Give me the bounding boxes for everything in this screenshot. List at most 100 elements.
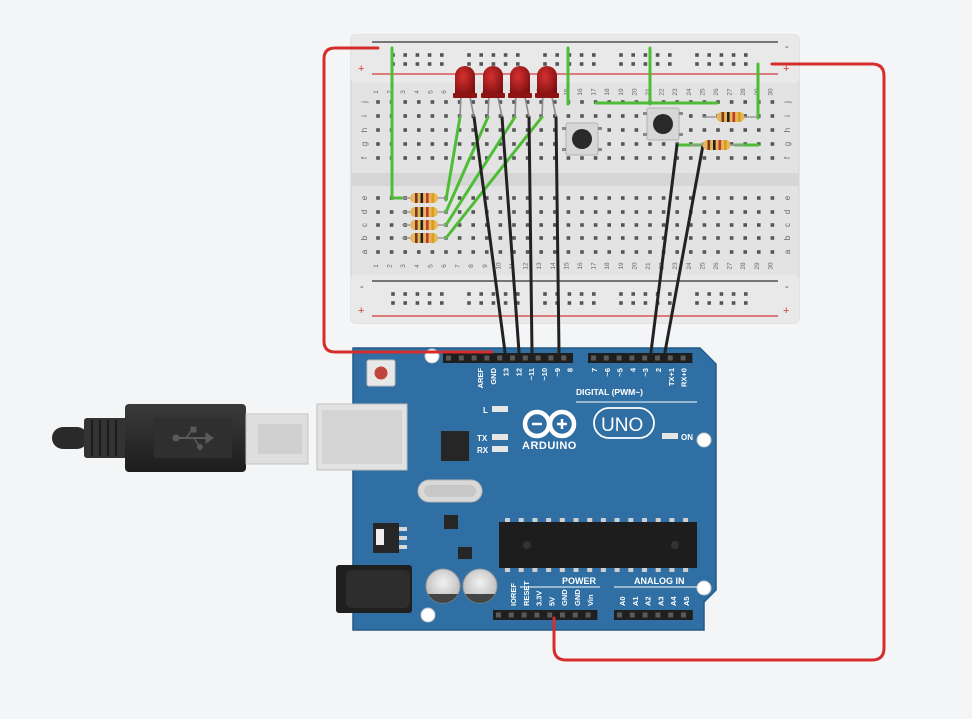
rail-hole[interactable]	[631, 62, 635, 66]
breadboard-hole[interactable]	[648, 210, 652, 214]
resistor-1[interactable]	[402, 193, 446, 203]
rail-hole[interactable]	[467, 292, 471, 296]
breadboard-hole[interactable]	[757, 196, 761, 200]
breadboard-hole[interactable]	[471, 250, 475, 254]
breadboard-hole[interactable]	[661, 156, 666, 160]
breadboard-hole[interactable]	[702, 156, 707, 160]
rail-hole[interactable]	[440, 301, 444, 305]
rail-hole[interactable]	[668, 301, 672, 305]
breadboard-hole[interactable]	[512, 100, 516, 104]
rail-hole[interactable]	[719, 292, 724, 296]
breadboard-hole[interactable]	[403, 114, 407, 118]
breadboard-hole[interactable]	[457, 142, 462, 146]
header-socket[interactable]	[681, 612, 686, 618]
breadboard-hole[interactable]	[743, 210, 747, 214]
rail-hole[interactable]	[427, 62, 432, 66]
breadboard-hole[interactable]	[648, 250, 652, 254]
header-socket[interactable]	[547, 612, 553, 618]
red-led-2[interactable]	[481, 66, 505, 118]
rail-hole[interactable]	[403, 62, 407, 66]
breadboard-hole[interactable]	[403, 156, 407, 160]
breadboard-hole[interactable]	[689, 156, 693, 160]
rail-hole[interactable]	[707, 53, 711, 57]
header-socket[interactable]	[497, 355, 503, 361]
breadboard-hole[interactable]	[621, 236, 625, 240]
breadboard-hole[interactable]	[376, 142, 380, 146]
rail-hole[interactable]	[491, 292, 496, 296]
header-socket[interactable]	[561, 355, 567, 361]
rail-hole[interactable]	[503, 53, 508, 57]
breadboard-hole[interactable]	[376, 156, 380, 160]
breadboard-hole[interactable]	[444, 250, 448, 254]
breadboard-hole[interactable]	[621, 196, 625, 200]
breadboard-hole[interactable]	[729, 236, 734, 240]
breadboard[interactable]: - + - + - + - + 112233445566778899101011…	[350, 34, 800, 324]
breadboard-hole[interactable]	[485, 156, 489, 160]
rail-hole[interactable]	[415, 292, 420, 296]
breadboard-hole[interactable]	[457, 100, 462, 104]
breadboard-hole[interactable]	[702, 236, 707, 240]
header-socket[interactable]	[572, 612, 578, 618]
breadboard-hole[interactable]	[457, 210, 462, 214]
breadboard-hole[interactable]	[539, 196, 543, 200]
breadboard-hole[interactable]	[539, 223, 543, 227]
rail-hole[interactable]	[744, 292, 748, 296]
breadboard-hole[interactable]	[675, 210, 679, 214]
breadboard-hole[interactable]	[743, 156, 747, 160]
rail-hole[interactable]	[719, 53, 724, 57]
components[interactable]	[402, 66, 758, 243]
breadboard-hole[interactable]	[729, 142, 734, 146]
breadboard-hole[interactable]	[702, 128, 707, 132]
rail-hole[interactable]	[643, 292, 648, 296]
rail-hole[interactable]	[592, 292, 596, 296]
breadboard-hole[interactable]	[525, 210, 530, 214]
breadboard-hole[interactable]	[593, 236, 598, 240]
breadboard-hole[interactable]	[689, 236, 693, 240]
rail-hole[interactable]	[491, 62, 496, 66]
breadboard-hole[interactable]	[675, 250, 679, 254]
rail-hole[interactable]	[579, 62, 584, 66]
breadboard-hole[interactable]	[525, 196, 530, 200]
breadboard-hole[interactable]	[512, 142, 516, 146]
breadboard-hole[interactable]	[621, 142, 625, 146]
breadboard-hole[interactable]	[525, 156, 530, 160]
breadboard-hole[interactable]	[607, 142, 611, 146]
rail-hole[interactable]	[440, 62, 444, 66]
breadboard-hole[interactable]	[702, 210, 707, 214]
red-led-3[interactable]	[508, 66, 532, 118]
wires[interactable]	[322, 46, 886, 662]
header-socket[interactable]	[585, 612, 591, 618]
breadboard-hole[interactable]	[485, 236, 489, 240]
rail-hole[interactable]	[516, 53, 520, 57]
rail-hole[interactable]	[695, 301, 699, 305]
breadboard-hole[interactable]	[621, 156, 625, 160]
header-socket[interactable]	[617, 612, 622, 618]
rail-hole[interactable]	[695, 62, 699, 66]
breadboard-hole[interactable]	[770, 223, 775, 227]
breadboard-hole[interactable]	[621, 250, 625, 254]
breadboard-hole[interactable]	[689, 196, 693, 200]
header-socket[interactable]	[591, 355, 596, 361]
breadboard-hole[interactable]	[607, 128, 611, 132]
breadboard-hole[interactable]	[580, 100, 584, 104]
breadboard-hole[interactable]	[417, 142, 421, 146]
breadboard-hole[interactable]	[770, 142, 775, 146]
header-socket[interactable]	[629, 355, 635, 361]
breadboard-hole[interactable]	[403, 128, 407, 132]
rail-hole[interactable]	[427, 301, 432, 305]
breadboard-hole[interactable]	[566, 196, 571, 200]
breadboard-hole[interactable]	[702, 223, 707, 227]
rail-hole[interactable]	[579, 301, 584, 305]
breadboard-hole[interactable]	[471, 223, 475, 227]
breadboard-hole[interactable]	[539, 236, 543, 240]
rail-hole[interactable]	[479, 53, 483, 57]
black-wire-pin13[interactable]	[472, 115, 507, 354]
breadboard-hole[interactable]	[430, 114, 435, 118]
rail-hole[interactable]	[440, 53, 444, 57]
rail-hole[interactable]	[592, 62, 596, 66]
header-socket[interactable]	[560, 612, 565, 618]
breadboard-hole[interactable]	[498, 128, 503, 132]
rail-hole[interactable]	[467, 53, 471, 57]
breadboard-hole[interactable]	[634, 196, 639, 200]
breadboard-hole[interactable]	[457, 236, 462, 240]
